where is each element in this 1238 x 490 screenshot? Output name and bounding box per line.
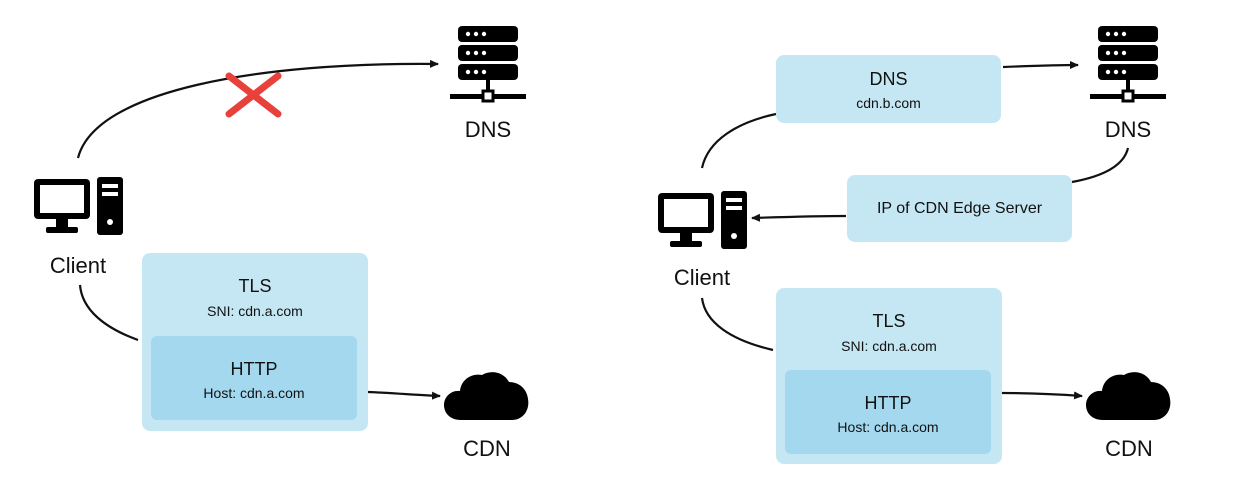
http-host-right: Host: cdn.a.com — [837, 419, 939, 435]
tls-to-cdn-arrow-right — [1001, 391, 1083, 400]
dns-server-icon — [450, 26, 526, 103]
tls-box: TLS SNI: cdn.a.com HTTP Host: cdn.a.com — [142, 253, 368, 431]
dns-answer-text: IP of CDN Edge Server — [876, 200, 1043, 217]
dns-query-to-dns-arrow — [1002, 61, 1079, 70]
tls-title: TLS — [238, 276, 272, 296]
dns-query-title: DNS — [869, 69, 908, 89]
http-host: Host: cdn.a.com — [203, 385, 305, 401]
cdn-cloud-icon-right — [1086, 372, 1171, 420]
tls-sni: SNI: cdn.a.com — [207, 303, 303, 319]
dns-query-box: DNS cdn.b.com — [776, 55, 1001, 123]
tls-to-cdn-arrow — [367, 390, 441, 400]
client-computer-icon-right — [658, 191, 747, 249]
client-computer-icon — [34, 177, 123, 235]
http-box-right: HTTP Host: cdn.a.com — [785, 370, 991, 454]
http-title: HTTP — [230, 359, 278, 379]
client-label: Client — [49, 253, 107, 278]
client-label-right: Client — [673, 265, 731, 290]
cdn-cloud-icon — [444, 372, 529, 420]
client-to-dns-query-curve — [700, 112, 777, 169]
tls-title-right: TLS — [872, 311, 906, 331]
dns-query-domain: cdn.b.com — [856, 95, 921, 111]
blocked-x-icon — [225, 72, 282, 118]
dns-server-icon-right — [1090, 26, 1166, 103]
blocked-dns-curve — [76, 59, 439, 159]
answer-to-client-arrow — [751, 213, 847, 222]
cdn-label: CDN — [463, 436, 511, 461]
dns-answer-box: IP of CDN Edge Server — [847, 175, 1072, 242]
http-title-right: HTTP — [864, 393, 912, 413]
client-to-tls-curve — [78, 284, 139, 342]
dns-label: DNS — [464, 117, 512, 142]
client-to-tls-curve-right — [700, 297, 774, 352]
http-box: HTTP Host: cdn.a.com — [151, 336, 357, 420]
dns-label-right: DNS — [1104, 117, 1152, 142]
tls-box-right: TLS SNI: cdn.a.com HTTP Host: cdn.a.com — [776, 288, 1002, 464]
tls-sni-right: SNI: cdn.a.com — [841, 338, 937, 354]
cdn-label-right: CDN — [1105, 436, 1153, 461]
dns-to-answer-curve — [1071, 147, 1130, 184]
